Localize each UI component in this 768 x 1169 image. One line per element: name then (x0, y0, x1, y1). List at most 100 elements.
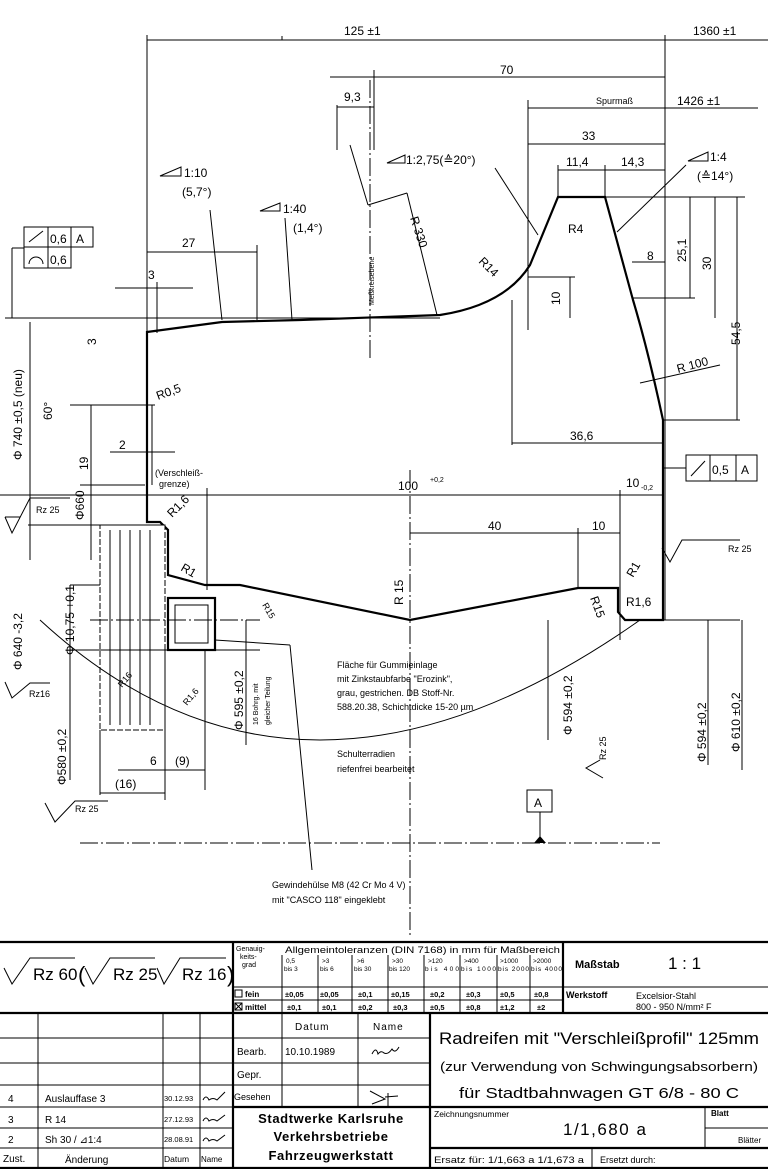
mittel-value: ±0,5 (430, 1003, 445, 1012)
dim-30: 30 (700, 256, 714, 270)
taper-icon (259, 202, 281, 212)
wear-limit-1: (Verschleiß- (155, 468, 203, 478)
scale-value: 1 : 1 (668, 954, 701, 973)
runout-frame-right: 0,5 A (685, 454, 758, 482)
replaced-by: Ersetzt durch: (600, 1155, 656, 1165)
note-line: mit "CASCO 118" eingeklebt (272, 895, 386, 905)
note-line: riefenfrei bearbeitet (337, 764, 415, 774)
dim-width-125: 125 ±1 (344, 24, 381, 38)
range-from: >120 (428, 958, 443, 965)
surface-alt1: Rz 25 (113, 965, 157, 984)
spurmass-label: Spurmaß (596, 96, 634, 106)
header-name: Name (201, 1155, 223, 1164)
dim-54-5: 54,5 (729, 321, 743, 345)
dim-100-tol: +0,2 (430, 477, 444, 484)
dim-9-3: 9,3 (344, 90, 361, 104)
profile-arc-icon (28, 256, 44, 265)
runout-frame-top: 0,6 A 0,6 (11, 226, 94, 318)
taper-14-a: 1:4 (710, 150, 727, 164)
measuring-plane: Meßkreisebene (369, 257, 376, 305)
runout-top-datum: A (76, 232, 84, 246)
material-name: Excelsior-Stahl (636, 991, 696, 1001)
bearb-label: Bearb. (237, 1047, 266, 1058)
dim-9: (9) (175, 754, 190, 768)
runout-right-datum: A (741, 463, 749, 477)
dim-16: (16) (115, 777, 136, 791)
radius-1-6-b: R1,6 (626, 595, 652, 609)
radius-1-a: R1 (179, 560, 200, 580)
note-thread-sleeve: Gewindehülse M8 (42 Cr Mo 4 V) mit "CASC… (272, 880, 406, 905)
change-date: 28.08.91 (164, 1135, 193, 1144)
paren-close: ) (227, 962, 234, 987)
surface-main: Rz 60 (33, 965, 77, 984)
title-block: Rz 60 ( Rz 25 Rz 16 ) Genauig- keits- gr… (0, 940, 768, 1169)
radius-1-6-a: R1,6 (164, 492, 192, 520)
dim-10-right: 10 (626, 476, 640, 490)
dim-10-right-tol: -0,2 (641, 485, 653, 492)
dim-33: 33 (582, 129, 596, 143)
grade-label: keits- (240, 954, 257, 961)
grade-label: grad (242, 962, 256, 969)
radius-15-a: R15 (260, 601, 277, 620)
clamp-ring (99, 524, 166, 731)
thread-sleeve-bore (174, 604, 209, 644)
dia-580: Φ580 ±0,2 (55, 728, 69, 785)
range-from: >400 (464, 958, 479, 965)
taper-icon (687, 151, 709, 162)
note-line: Gewindehülse M8 (42 Cr Mo 4 V) (272, 880, 406, 890)
fein-checkbox[interactable] (234, 989, 243, 998)
drawing-number: 1/1,680 a (563, 1120, 647, 1139)
clamp-ring-lines (109, 530, 151, 725)
surface-root-icon (84, 957, 155, 986)
checkmark-icon (234, 1002, 243, 1011)
mittel-value: ±0,8 (466, 1003, 481, 1012)
surface-symbols (4, 497, 740, 823)
change-log: 4 Auslauffase 3 30.12.93 3 R 14 27.12.93… (3, 1091, 226, 1166)
grade-label: Genauig- (236, 946, 265, 953)
bearb-date: 10.10.1989 (285, 1047, 335, 1058)
note-line: 588.20.38, Schichtdicke 15-20 µm (337, 702, 473, 712)
angle-60: 60° (41, 402, 55, 420)
signature-change (202, 1091, 226, 1101)
note-rubber-surface: Fläche für Gummieinlage mit Zinkstaubfar… (337, 660, 473, 712)
dia-660: Φ660 (73, 490, 87, 520)
dia-594-b: Φ 594 ±0,2 (695, 702, 709, 762)
note-shoulder: Schulterradien riefenfrei bearbeitet (337, 749, 415, 774)
fein-value: ±0,2 (430, 990, 445, 999)
dimension-texts: 125 ±1 1360 ±1 70 9,3 Spurmaß 1426 ±1 33… (11, 24, 752, 814)
material-label: Werkstoff (566, 990, 608, 1000)
change-date: 30.12.93 (164, 1094, 193, 1103)
taper-40-a: 1:40 (283, 202, 307, 216)
drawing-number-label: Zeichnungsnummer (434, 1109, 509, 1119)
range-from: >2000 (533, 958, 552, 965)
range-from: >30 (392, 958, 403, 965)
range-to: bis 120 (389, 966, 410, 973)
drawing-title: Radreifen mit "Verschleißprofil" 125mm (… (439, 1029, 759, 1102)
fein-value: ±0,3 (466, 990, 481, 999)
mittel-value: ±0,1 (287, 1003, 302, 1012)
surface-root-icon (3, 957, 75, 985)
replaces: Ersatz für: 1/1,663 a 1/1,673 a (434, 1155, 584, 1165)
dim-25-1: 25,1 (675, 238, 689, 262)
range-to: bis 1000 (461, 966, 496, 973)
surface-finish-symbols: Rz 60 ( Rz 25 Rz 16 ) (3, 957, 234, 987)
title-line: für Stadtbahnwagen GT 6/8 - 80 C (459, 1085, 739, 1102)
range-to: bis 2000 (498, 966, 529, 973)
mittel-checkbox[interactable] (234, 1002, 243, 1011)
paren-open: ( (78, 962, 86, 987)
dimension-lines (0, 35, 768, 871)
mittel-value: ±0,3 (393, 1003, 408, 1012)
dim-27: 27 (182, 236, 196, 250)
taper-icons (159, 151, 709, 212)
taper-10-b: (5,7°) (182, 185, 211, 199)
dim-36-6: 36,6 (570, 429, 594, 443)
title-line: Radreifen mit "Verschleißprofil" 125mm (439, 1029, 759, 1048)
datum-label: A (534, 796, 542, 810)
scale-label: Maßstab (575, 959, 620, 971)
tolerance-header: Allgemeintoleranzen (DIN 7168) in mm für… (285, 945, 560, 955)
dim-3-v: 3 (85, 338, 99, 345)
sheets-label: Blätter (738, 1136, 761, 1145)
company-line: Verkehrsbetriebe (273, 1129, 388, 1144)
dim-10-v: 10 (549, 291, 563, 305)
change-zust: 3 (8, 1115, 14, 1126)
